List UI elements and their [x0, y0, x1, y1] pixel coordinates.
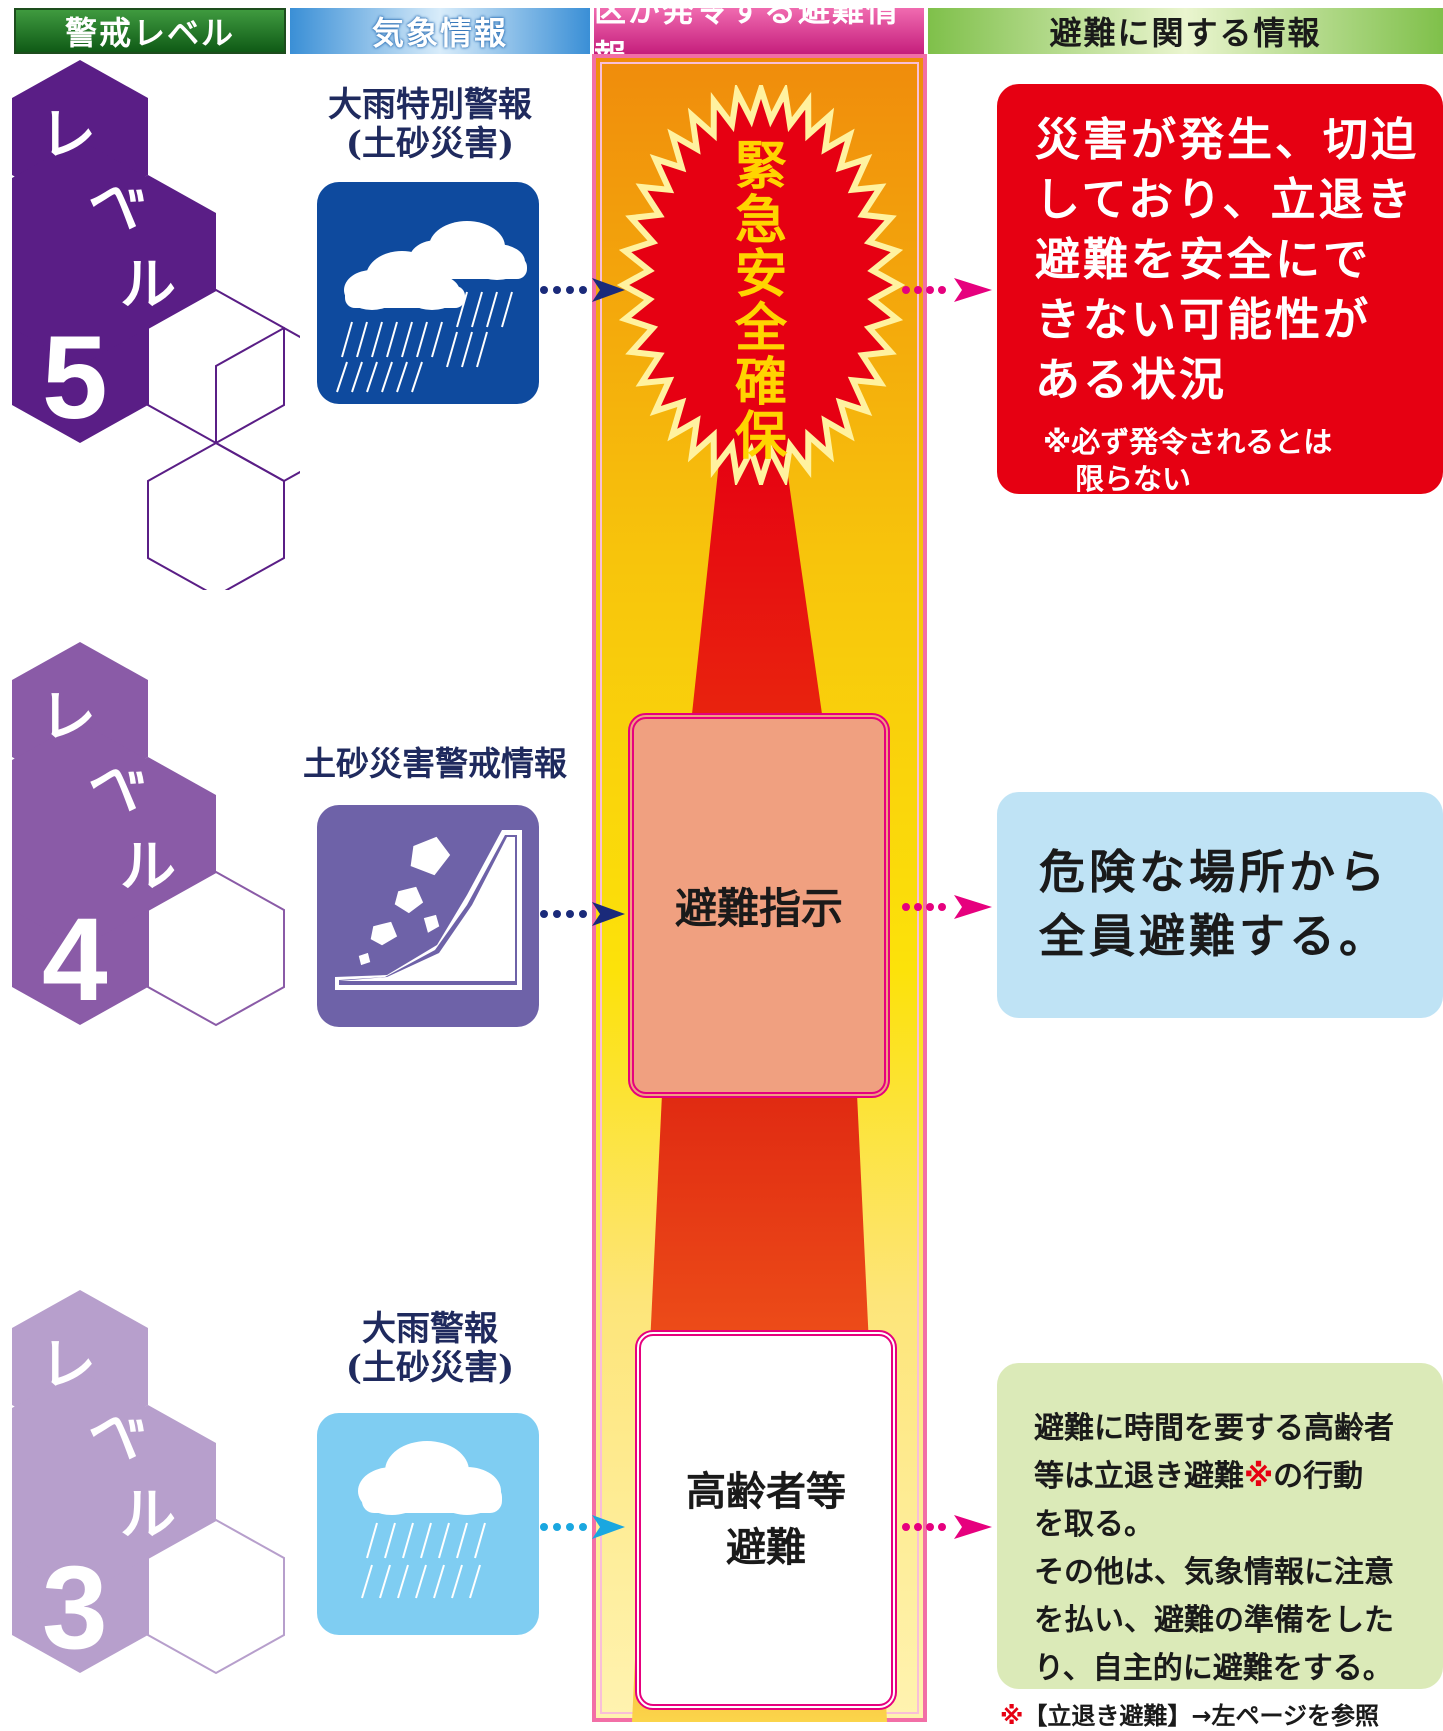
level3-char-re: レ [40, 1333, 96, 1398]
level5-info-line-3: きない可能性が [1035, 293, 1372, 346]
level5-char-ru: ル [120, 253, 176, 318]
level3-arrow-to-info [902, 1515, 992, 1539]
beam-upper [692, 434, 822, 714]
level4-info-box: 危険な場所から 全員避難する。 [997, 792, 1443, 1018]
level5-weather-title-line2: (土砂災害) [345, 124, 515, 165]
level4-weather-title: 土砂災害警戒情報 [303, 744, 567, 783]
emergency-char-0: 緊 [734, 137, 787, 197]
level4-info-line-1: 全員避難する。 [1039, 909, 1389, 963]
level4-arrow-to-action [540, 902, 625, 926]
emergency-safety-label: 緊 急 安 全 確 保 [726, 140, 796, 464]
elderly-evacuation-label-line1: 高齢者等 [686, 1469, 846, 1515]
level5-weather-title-line1: 大雨特別警報 [328, 85, 532, 125]
level3-info-note-mark: ※ [1244, 1459, 1274, 1494]
level3-info-line-4: その他は、気象情報に注意 [1034, 1555, 1394, 1590]
level3-weather-title-line1: 大雨警報 [362, 1309, 498, 1349]
level5-arrow-to-info [902, 278, 992, 302]
level5-info-line-4: ある状況 [1035, 353, 1228, 406]
evacuation-order-box: 避難指示 [628, 713, 890, 1098]
level3-char-ru: ル [120, 1483, 176, 1548]
level5-info-line-2: 避難を安全にで [1035, 233, 1372, 286]
level3-weather-title: 大雨警報 (土砂災害) [300, 1309, 560, 1389]
heavy-rain-cloud-icon [317, 182, 539, 404]
emergency-char-4: 確 [734, 353, 787, 413]
level5-info-note-line1: ※必ず発令されるとは [1043, 425, 1333, 459]
level5-char-re: レ [40, 103, 96, 168]
level3-info-line-6: り、自主的に避難をする。 [1034, 1651, 1393, 1686]
level4-char-ru: ル [120, 835, 176, 900]
level5-info-line-1: しており、立退き [1035, 173, 1415, 226]
level5-info-note-line2: 限らない [1075, 462, 1192, 496]
level5-info-line-0: 災害が発生、切迫 [1035, 113, 1420, 166]
level3-info-text: 避難に時間を要する高齢者 等は立退き避難※の行動 を取る。 その他は、気象情報に… [1034, 1405, 1443, 1693]
level3-hexagons [12, 1290, 285, 1675]
level4-hexagons [12, 642, 285, 1027]
header-ward-evacuation-info: 区が発令する避難情報 [594, 0, 924, 75]
header-evacuation-related-info: 避難に関する情報 [928, 8, 1443, 54]
level3-info-box: 避難に時間を要する高齢者 等は立退き避難※の行動 を取る。 その他は、気象情報に… [997, 1363, 1443, 1689]
level3-weather-title-line2: (土砂災害) [345, 1348, 515, 1389]
level3-info-line-1: 避難に時間を要する高齢者 [1034, 1411, 1394, 1446]
emergency-char-3: 全 [734, 299, 787, 359]
evacuation-order-label: 避難指示 [674, 884, 843, 933]
level5-number: 5 [42, 312, 108, 444]
header-weather-info: 気象情報 [290, 8, 590, 54]
emergency-char-5: 保 [734, 407, 787, 467]
level5-info-note: ※必ず発令されるとは 限らない [1035, 424, 1443, 498]
level5-weather-title: 大雨特別警報 (土砂災害) [300, 85, 560, 165]
level4-arrow-to-info [902, 895, 992, 919]
level4-char-re: レ [40, 685, 96, 750]
level3-info-line-2: 等は立退き避難※の行動 [1034, 1453, 1443, 1501]
emergency-char-1: 急 [734, 191, 787, 251]
emergency-starburst [616, 85, 906, 485]
elderly-evacuation-box: 高齢者等 避難 [635, 1330, 897, 1710]
level4-info-text: 危険な場所から 全員避難する。 [1039, 840, 1443, 968]
landslide-icon [317, 805, 539, 1027]
level3-info-line-2-pre: 等は立退き避難 [1034, 1459, 1244, 1494]
rain-cloud-icon [317, 1413, 539, 1635]
header-alert-level: 警戒レベル [14, 8, 286, 54]
emergency-char-2: 安 [734, 245, 787, 305]
level5-hexagons [12, 60, 300, 590]
level5-arrow-to-action [540, 278, 625, 302]
level5-info-text: 災害が発生、切迫 しており、立退き 避難を安全にで きない可能性が ある状況 [1035, 110, 1443, 410]
footnote: ※【立退き避難】→左ページを参照 [1000, 1702, 1379, 1730]
level4-info-line-0: 危険な場所から [1039, 845, 1389, 899]
level3-arrow-to-action [540, 1515, 625, 1539]
level3-number: 3 [42, 1542, 108, 1674]
level5-info-box: 災害が発生、切迫 しており、立退き 避難を安全にで きない可能性が ある状況 ※… [997, 84, 1443, 496]
level3-info-line-3: を取る。 [1034, 1507, 1154, 1542]
level4-number: 4 [42, 894, 108, 1026]
starburst-shape [616, 85, 906, 485]
level3-info-line-5: を払い、避難の準備をした [1034, 1603, 1394, 1638]
elderly-evacuation-label-line2: 避難 [726, 1525, 806, 1571]
level3-info-line-2-post: の行動 [1273, 1459, 1364, 1494]
